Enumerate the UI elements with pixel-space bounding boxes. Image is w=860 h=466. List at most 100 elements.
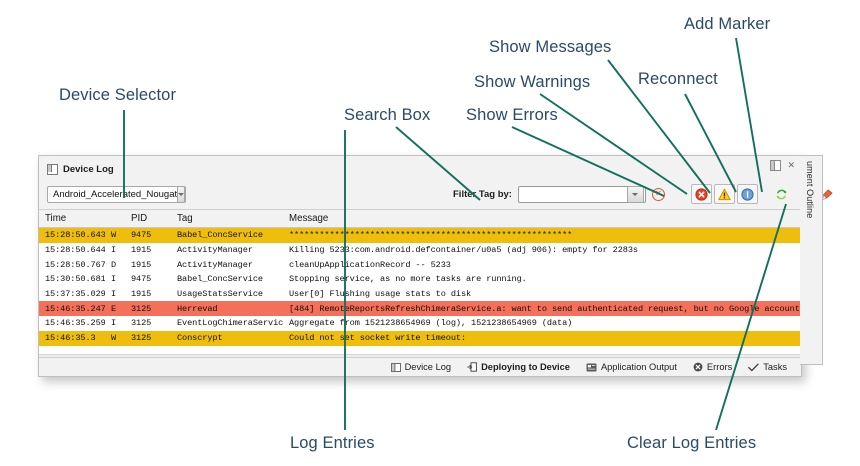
status-item-errors[interactable]: Errors [693,362,732,372]
log-cell-message: Could not set socket write timeout: [289,333,466,344]
log-cell-level: I [111,274,117,285]
log-cell-level: W [111,230,117,241]
log-cell-tag: EventLogChimeraService [177,318,283,329]
log-cell-tag: Babel_ConcService [177,274,263,285]
annotation-show-warnings: Show Warnings [474,73,591,91]
log-cell-time: 15:46:35.3 [45,333,96,344]
log-cell-message: User[0] Flushing usage stats to disk [289,289,472,300]
log-cell-message: ****************************************… [289,230,573,241]
check-icon [748,363,759,372]
log-cell-time: 15:30:50.681 [45,274,105,285]
annotation-show-messages: Show Messages [489,38,612,56]
log-empty-space [39,345,801,354]
column-header-tag[interactable]: Tag [177,213,193,224]
annotation-reconnect: Reconnect [638,70,718,88]
log-cell-message: Aggregate from 1521238654969 (log), 1521… [289,318,573,329]
annotation-add-marker: Add Marker [684,15,771,33]
log-cell-pid: 1915 [131,259,152,270]
show-warnings-button[interactable] [714,184,735,204]
status-item-label: Deploying to Device [481,362,570,372]
log-cell-level: I [111,245,117,256]
chevron-down-icon[interactable] [626,185,644,203]
device-selector[interactable]: Android_Accelerated_Nougat [47,185,186,203]
annotation-log-entries: Log Entries [290,434,375,452]
status-item-deploying-to-device[interactable]: Deploying to Device [467,362,570,372]
log-cell-time: 15:28:50.644 [45,245,105,256]
log-cell-time: 15:37:35.029 [45,289,105,300]
log-cell-tag: Babel_ConcService [177,230,263,241]
log-cell-message: [484] RemoteReportsRefreshChimeraService… [289,303,801,314]
panel-header: Device Log ✕ [39,156,801,179]
status-item-label: Errors [706,362,733,372]
log-row[interactable]: 15:28:50.643 W 9475 Babel_ConcService ******… [39,228,801,243]
app-output-icon [586,363,597,372]
status-item-tasks[interactable]: Tasks [748,362,787,372]
device-log-icon [390,362,401,372]
tab-device-log[interactable]: Device Log [47,163,114,175]
log-cell-pid: 1915 [131,289,152,300]
annotation-search-box: Search Box [344,106,431,124]
close-icon[interactable]: ✕ [787,160,795,170]
log-cell-pid: 9475 [131,230,152,241]
log-cell-level: I [111,289,117,300]
status-item-label: Application Output [600,362,677,372]
minimize-icon[interactable] [770,160,782,171]
log-cell-message: Stopping service, as no more tasks are r… [289,274,527,285]
log-cell-tag: Herrevad [177,303,218,314]
info-circle-icon [741,187,754,201]
log-cell-pid: 1915 [131,245,152,256]
log-row[interactable]: 15:37:35.029 I 1915 UsageStatsService User[0… [39,286,801,302]
status-item-device-log[interactable]: Device Log [390,362,452,372]
errors-icon [693,362,703,372]
status-item-label: Device Log [404,362,452,372]
log-cell-level: E [111,303,117,314]
log-cell-time: 15:46:35.259 [45,318,105,329]
log-row[interactable]: 15:46:35.247 E 3125 Herrevad [484] RemoteRep… [39,301,801,317]
log-cell-level: I [111,318,117,329]
chevron-down-icon[interactable] [177,185,186,203]
log-cell-tag: Conscrypt [177,333,223,344]
document-outline-dock[interactable]: ument Outline [800,155,823,365]
deploy-icon [467,362,477,372]
log-cell-time: 15:28:50.643 [45,230,105,241]
show-messages-button[interactable] [737,184,758,204]
search-input[interactable] [517,185,646,203]
status-bar: Device Log Deploying to Device Application… [39,357,801,376]
log-row[interactable]: 15:46:35.259 I 3125 EventLogChimeraService A… [39,316,801,331]
device-log-window: Device Log ✕ Android_Accelerated_Nougat … [38,155,833,377]
log-cell-message: cleanUpApplicationRecord -- 5233 [289,259,451,270]
column-header-pid[interactable]: PID [131,213,148,224]
reconnect-arrows-icon [776,189,787,199]
column-header-time[interactable]: Time [45,213,67,224]
reconnect-button[interactable] [771,184,792,204]
annotation-show-errors: Show Errors [466,106,558,124]
clear-circle-icon[interactable]: ✕ [651,187,665,201]
log-cell-tag: UsageStatsService [177,289,263,300]
log-cell-tag: ActivityManager [177,259,253,270]
annotation-device-selector: Device Selector [59,86,177,104]
log-column-headers: Time PID Tag Message [39,210,801,228]
column-header-message[interactable]: Message [289,213,329,224]
status-item-application-output[interactable]: Application Output [586,362,677,372]
filter-tag-label: Filter Tag by: [453,188,512,200]
document-outline-label: ument Outline [805,161,815,219]
show-errors-button[interactable] [691,184,712,204]
annotation-clear-log-entries: Clear Log Entries [627,434,757,452]
status-item-label: Tasks [763,362,787,372]
dock-panel-icon [47,163,58,175]
error-circle-icon [695,187,708,201]
log-cell-time: 15:46:35.247 [45,303,105,314]
panel-title: Device Log [63,163,114,175]
log-cell-pid: 3125 [131,303,152,314]
device-selector-value: Android_Accelerated_Nougat [53,188,178,200]
log-cell-message: Killing 5233:com.android.defcontainer/u0… [289,245,638,256]
warning-triangle-icon [718,188,731,200]
log-cell-pid: 3125 [131,318,152,329]
log-cell-level: D [111,259,117,270]
